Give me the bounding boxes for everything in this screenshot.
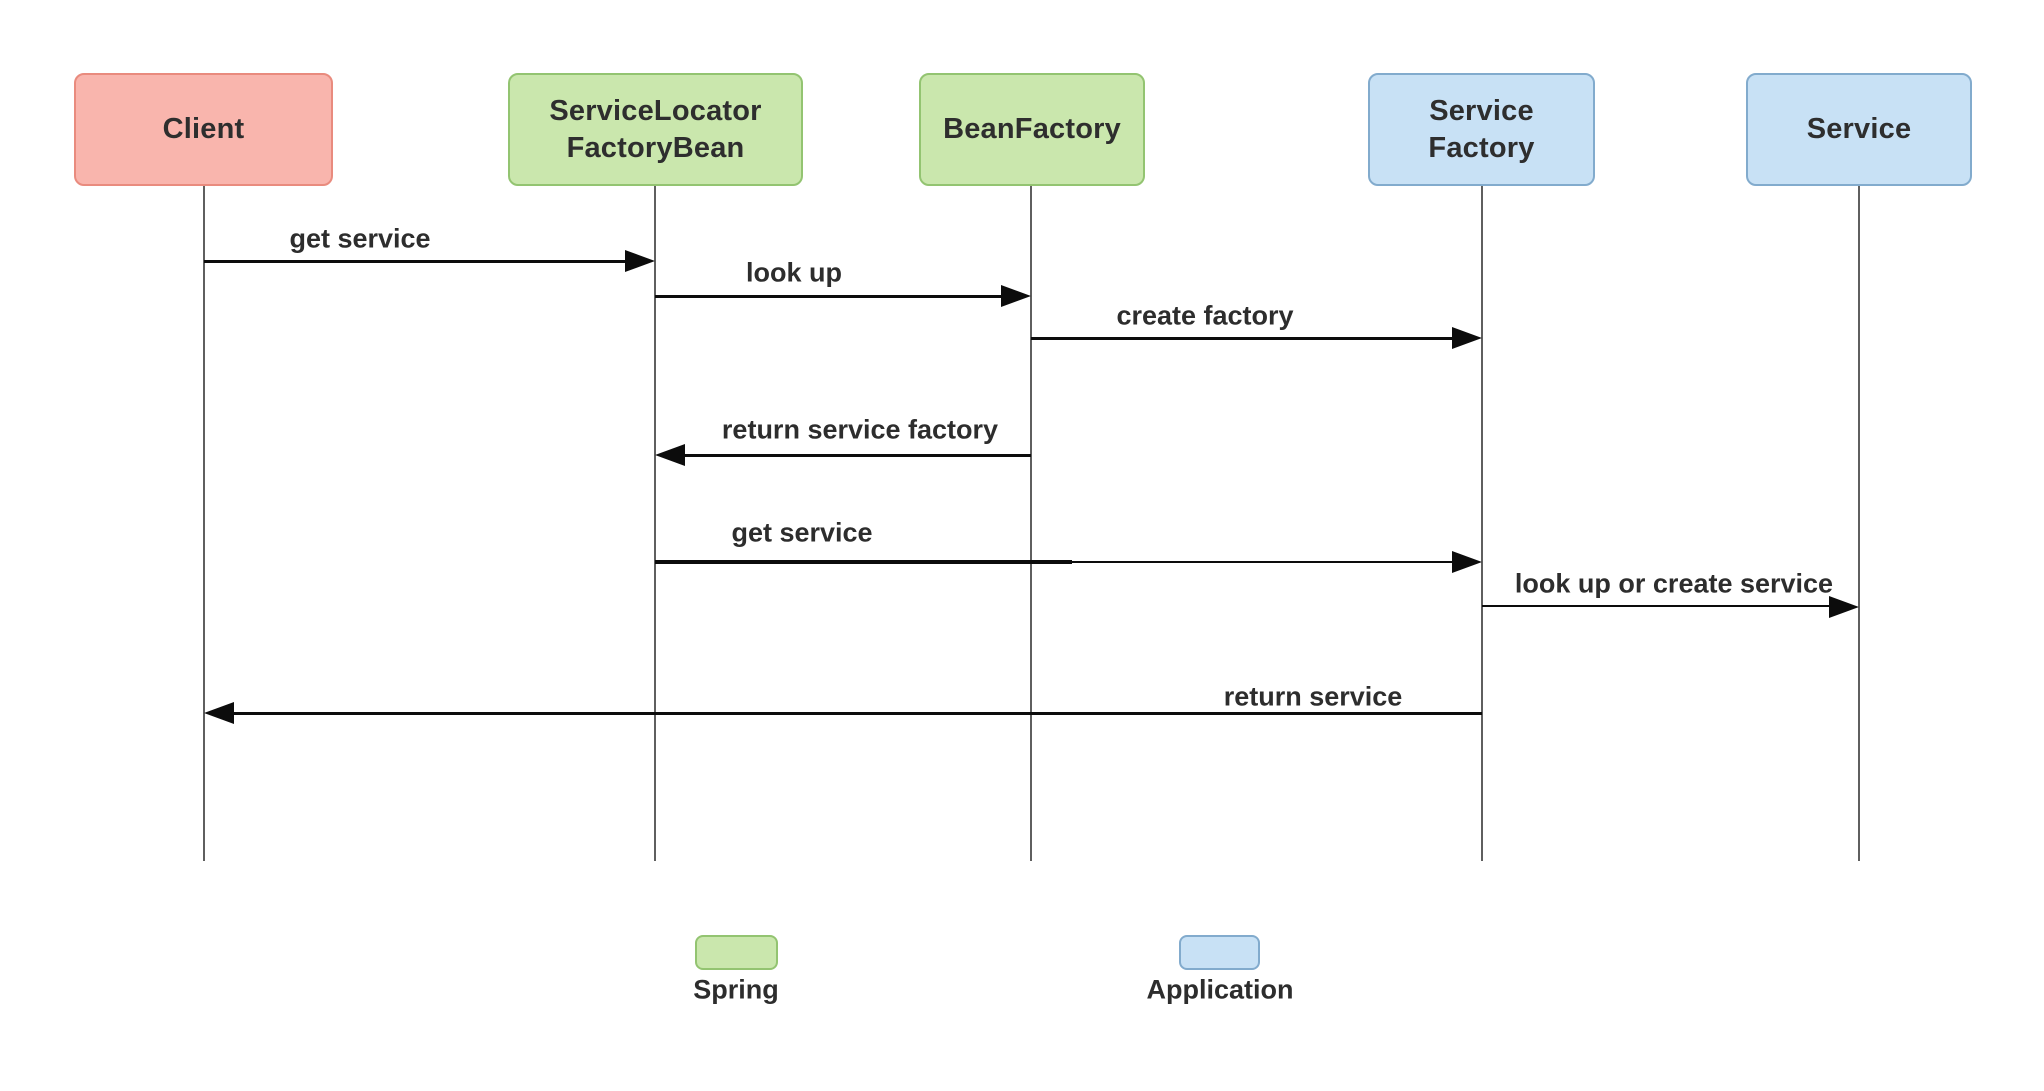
- message-label: look up or create service: [1514, 568, 1834, 599]
- arrowhead: [1829, 596, 1859, 618]
- message-label: get service: [731, 517, 873, 548]
- arrowhead: [625, 250, 655, 272]
- message-label: get service: [289, 223, 431, 254]
- actor-service-label: Service: [1806, 113, 1912, 145]
- actor-bean-factory-label: BeanFactory: [943, 113, 1121, 145]
- message-label: return service factory: [721, 414, 999, 445]
- lifeline-service-locator-factory-bean: [654, 186, 656, 861]
- actor-service-factory: Service Factory: [1368, 73, 1595, 186]
- actor-service-factory-label: Service Factory: [1428, 94, 1535, 164]
- actor-service-locator-factory-bean: ServiceLocator FactoryBean: [508, 73, 803, 186]
- actor-service: Service: [1746, 73, 1972, 186]
- message-label: look up: [746, 257, 842, 288]
- message-line: [655, 560, 1072, 564]
- arrowhead: [1452, 551, 1482, 573]
- message-label: create factory: [1116, 300, 1294, 331]
- legend-label-spring: Spring: [693, 974, 779, 1005]
- lifeline-service-factory: [1481, 186, 1483, 861]
- actor-client: Client: [74, 73, 333, 186]
- message-label: return service: [1223, 681, 1403, 712]
- arrowhead: [655, 444, 685, 466]
- legend-swatch-application: [1179, 935, 1260, 970]
- lifeline-service: [1858, 186, 1860, 861]
- actor-client-label: Client: [162, 113, 245, 145]
- message-line: [655, 295, 1002, 298]
- message-line: [685, 454, 1031, 457]
- message-line: [1031, 337, 1452, 340]
- lifeline-client: [203, 186, 205, 861]
- message-line: [1482, 605, 1829, 607]
- message-line: [1072, 561, 1452, 563]
- arrowhead: [1452, 327, 1482, 349]
- legend-label-application: Application: [1146, 974, 1294, 1005]
- message-line: [234, 712, 1482, 715]
- lifeline-bean-factory: [1030, 186, 1032, 861]
- legend-swatch-spring: [695, 935, 778, 970]
- message-line: [204, 260, 626, 263]
- actor-bean-factory: BeanFactory: [919, 73, 1145, 186]
- arrowhead: [204, 702, 234, 724]
- arrowhead: [1001, 285, 1031, 307]
- actor-service-locator-factory-bean-label: ServiceLocator FactoryBean: [549, 94, 762, 164]
